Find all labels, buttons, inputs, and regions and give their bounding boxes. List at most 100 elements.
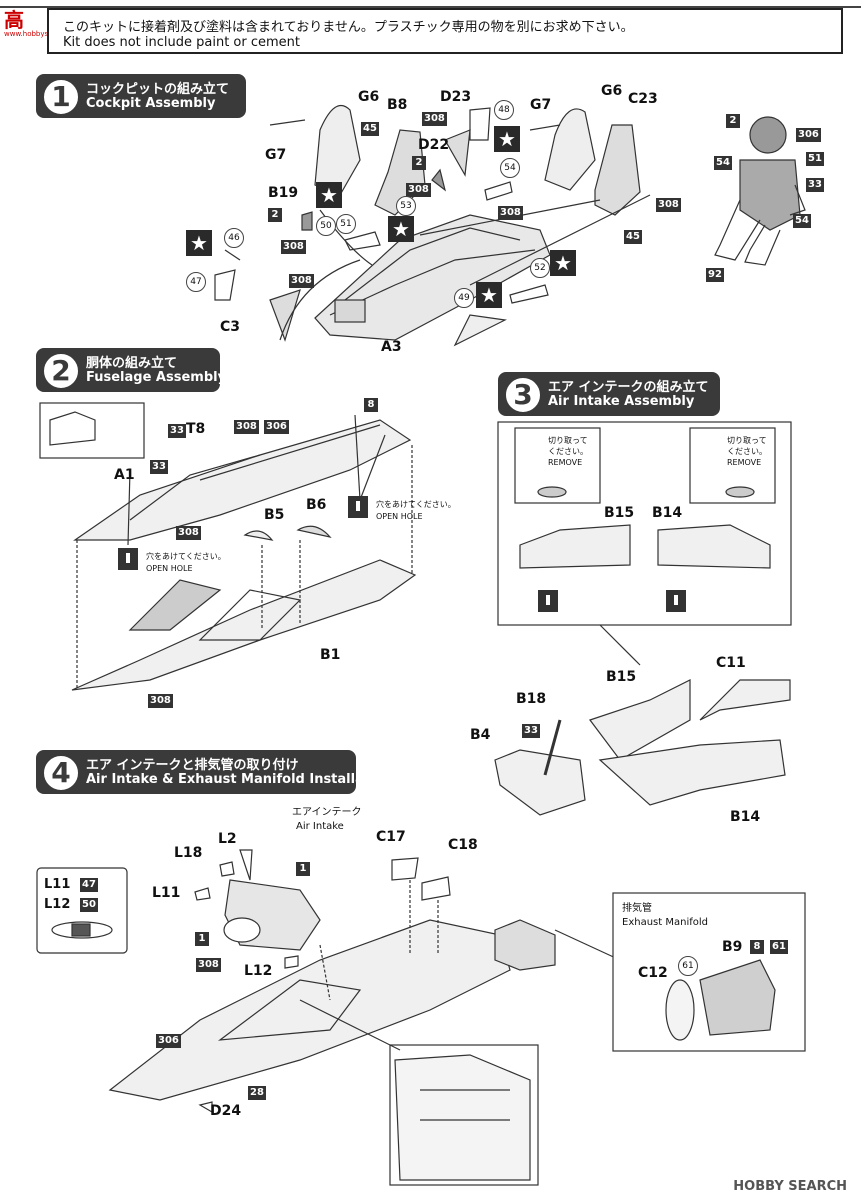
open-hole-icon	[666, 590, 686, 612]
step-1-title-en: Cockpit Assembly	[86, 96, 216, 111]
part-b14-b: B14	[730, 809, 761, 825]
fuselage-drawing	[39, 402, 417, 691]
open-hole-note-en: OPEN HOLE	[376, 512, 423, 521]
decal-marker: 49	[454, 288, 474, 308]
open-hole-icon	[348, 496, 368, 518]
step-2-title-jp: 胴体の組み立て	[86, 356, 178, 371]
paint-tag: 308	[234, 420, 259, 434]
part-c23: C23	[628, 91, 658, 107]
paint-tag: 308	[406, 183, 431, 197]
paint-tag: 308	[422, 112, 447, 126]
step-3-header: 3 エア インテークの組み立て Air Intake Assembly	[498, 372, 720, 416]
part-g7: G7	[530, 97, 552, 113]
step-1-number: 1	[42, 78, 80, 116]
star-icon: ★	[494, 126, 520, 152]
step-4-header: 4 エア インテークと排気管の取り付け Air Intake & Exhaust…	[36, 750, 393, 794]
paint-tag: 54	[793, 214, 811, 228]
paint-tag: 61	[770, 940, 788, 954]
part-b8: B8	[387, 97, 408, 113]
open-hole-note-jp: 穴をあけてください。	[146, 552, 226, 561]
step-3-number: 3	[504, 376, 542, 414]
remove-note-jp: 切り取って	[548, 436, 588, 445]
paint-tag: 306	[796, 128, 821, 142]
air-intake-panel	[494, 421, 792, 816]
part-d24: D24	[210, 1103, 242, 1119]
paint-tag: 50	[80, 898, 98, 912]
step-4-title-en: Air Intake & Exhaust Manifold Installati…	[86, 772, 393, 787]
paint-tag: 2	[268, 208, 282, 222]
paint-tag: 308	[196, 958, 221, 972]
paint-tag: 92	[706, 268, 724, 282]
open-hole-note-jp: 穴をあけてください。	[376, 500, 456, 509]
paint-tag: 2	[412, 156, 426, 170]
paint-tag: 33	[806, 178, 824, 192]
step-2-number: 2	[42, 352, 80, 390]
part-l12: L12	[244, 963, 273, 979]
part-b19: B19	[268, 185, 299, 201]
logo-url: www.hobbysearch.com	[4, 30, 85, 38]
decal-marker: 46	[224, 228, 244, 248]
part-g6: G6	[358, 89, 380, 105]
paint-tag: 28	[248, 1086, 266, 1100]
paint-tag: 33	[168, 424, 186, 438]
paint-tag: 51	[806, 152, 824, 166]
decal-marker: 61	[678, 956, 698, 976]
part-b6: B6	[306, 497, 327, 513]
air-intake-note-en: Air Intake	[296, 821, 344, 832]
part-l11-key: L11	[44, 877, 71, 892]
remove-note-jp: ください。	[548, 447, 588, 456]
part-c12: C12	[638, 965, 668, 981]
part-c11: C11	[716, 655, 746, 671]
part-g6-b: G6	[601, 83, 623, 99]
paint-tag: 308	[148, 694, 173, 708]
part-b5: B5	[264, 507, 285, 523]
paint-tag: 47	[80, 878, 98, 892]
exhaust-note-jp: 排気管	[622, 903, 652, 914]
part-l12-key: L12	[44, 897, 71, 912]
part-l11: L11	[152, 885, 181, 901]
paint-tag: 306	[156, 1034, 181, 1048]
part-b15: B15	[604, 505, 635, 521]
paint-tag: 308	[656, 198, 681, 212]
notice-en: Kit does not include paint or cement	[63, 35, 301, 50]
decal-marker: 50	[316, 216, 336, 236]
part-a1: A1	[114, 467, 135, 483]
remove-note-jp: 切り取って	[727, 436, 767, 445]
paint-tag: 308	[281, 240, 306, 254]
open-hole-icon	[538, 590, 558, 612]
step-1-header: 1 コックピットの組み立て Cockpit Assembly	[36, 74, 246, 118]
notice-banner: このキットに接着剤及び塗料は含まれておりません。プラスチック専用の物を別にお求め…	[47, 8, 843, 54]
step-4-title-jp: エア インテークと排気管の取り付け	[86, 758, 299, 773]
top-rule	[0, 6, 861, 8]
part-b18: B18	[516, 691, 547, 707]
part-l18: L18	[174, 845, 203, 861]
decal-marker: 52	[530, 258, 550, 278]
paint-tag: 308	[176, 526, 201, 540]
open-hole-icon	[118, 548, 138, 570]
step-3-title-en: Air Intake Assembly	[548, 394, 695, 409]
notice-jp: このキットに接着剤及び塗料は含まれておりません。プラスチック専用の物を別にお求め…	[63, 20, 634, 35]
part-b9: B9	[722, 939, 743, 955]
remove-note-en: REMOVE	[548, 458, 583, 467]
paint-tag: 33	[150, 460, 168, 474]
star-icon: ★	[550, 250, 576, 276]
part-b4: B4	[470, 727, 491, 743]
paint-tag: 308	[289, 274, 314, 288]
exhaust-note-en: Exhaust Manifold	[622, 917, 708, 928]
part-g7-b: G7	[265, 147, 287, 163]
paint-tag: 308	[498, 206, 523, 220]
decal-marker: 53	[396, 196, 416, 216]
step-2-header: 2 胴体の組み立て Fuselage Assembly	[36, 348, 226, 392]
step-2-title-en: Fuselage Assembly	[86, 370, 227, 385]
air-intake-note-jp: エアインテーク	[292, 807, 362, 818]
part-b1: B1	[320, 647, 341, 663]
paint-tag: 45	[624, 230, 642, 244]
part-c3: C3	[220, 319, 241, 335]
decal-marker: 48	[494, 100, 514, 120]
remove-note-jp: ください。	[727, 447, 767, 456]
star-icon: ★	[316, 182, 342, 208]
star-icon: ★	[186, 230, 212, 256]
part-b14: B14	[652, 505, 683, 521]
part-a3: A3	[381, 339, 402, 355]
